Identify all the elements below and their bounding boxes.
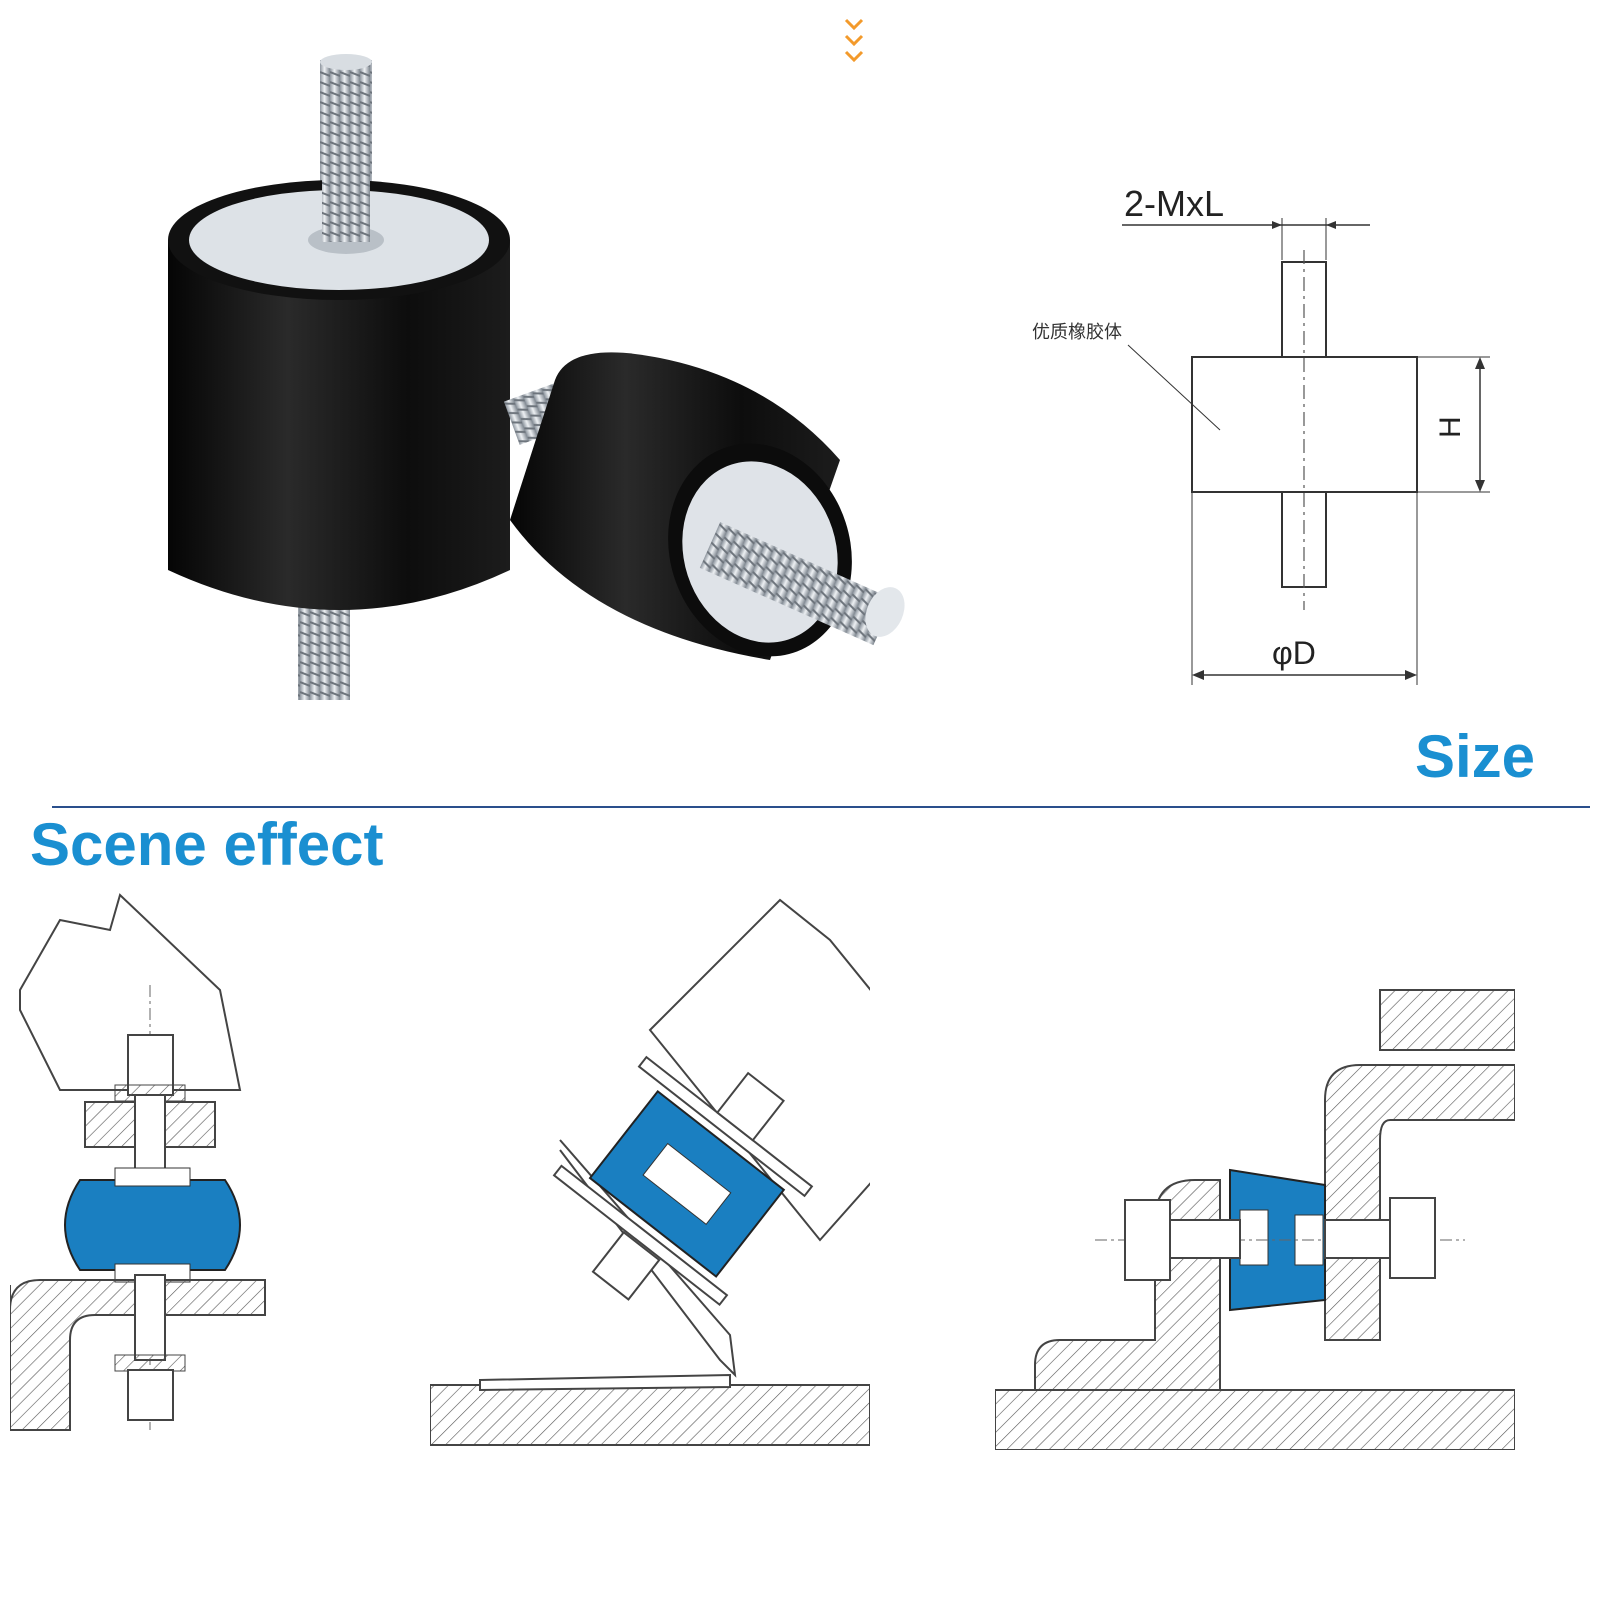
- large-rubber-mount: [168, 54, 510, 700]
- size-heading: Size: [1414, 723, 1535, 790]
- scene-vertical-mount: [10, 893, 266, 1431]
- floor: [995, 1389, 1515, 1450]
- bottom-nut: [127, 1369, 174, 1421]
- material-callout: 优质橡胶体: [1032, 322, 1122, 342]
- small-rubber-mount: [503, 352, 905, 660]
- machine-body: [19, 893, 242, 1091]
- left-nut: [1124, 1199, 1171, 1281]
- top-nut: [715, 1071, 785, 1142]
- floor: [430, 1384, 870, 1446]
- upper-bracket: [1324, 1064, 1515, 1341]
- bottom-nut: [591, 1230, 661, 1301]
- scene-effect-heading: Scene effect: [30, 811, 384, 878]
- section-divider: [52, 806, 1590, 808]
- machine-body: [648, 898, 870, 1242]
- thread-label: 2-MxL: [1124, 183, 1224, 224]
- scene-angled-mount: [430, 898, 870, 1446]
- product-photo: [168, 54, 905, 700]
- scroll-hint-chevrons-icon: [844, 18, 864, 63]
- right-nut: [1389, 1197, 1436, 1279]
- rubber-mount-blue: [64, 1179, 241, 1271]
- scene-horizontal-mount: [995, 989, 1515, 1450]
- rubber-mount-blue: [1229, 1168, 1326, 1312]
- base-bracket: [10, 1279, 266, 1431]
- dimension-drawing: 2-MxL 优质橡胶体 H φD: [1032, 183, 1490, 685]
- height-label: H: [1434, 416, 1467, 438]
- diameter-label: φD: [1272, 635, 1316, 671]
